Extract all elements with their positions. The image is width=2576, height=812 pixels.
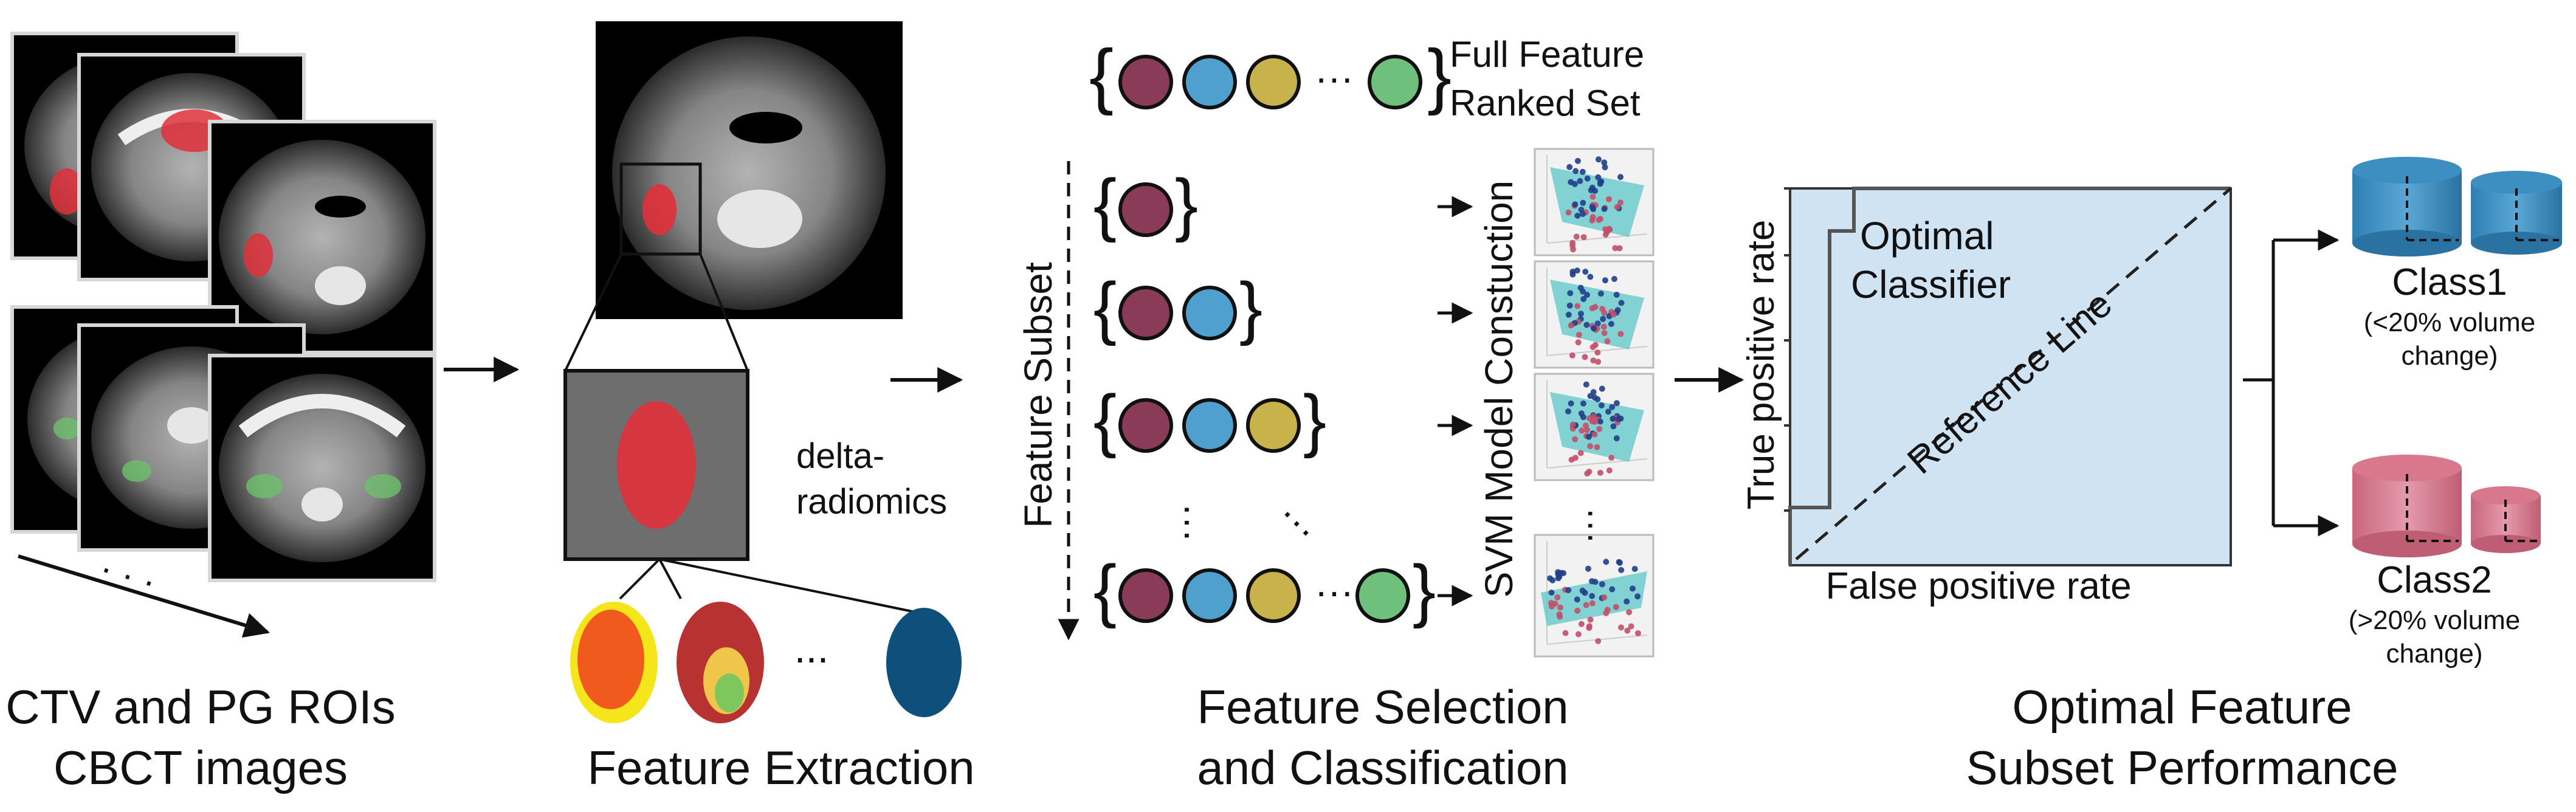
feature-circle (1118, 55, 1173, 109)
class2-cylinders (2352, 455, 2541, 557)
zoomed-roi-image (563, 369, 749, 561)
svg-text:}: } (1413, 551, 1436, 629)
svm-axis-label: SVM Model Constuction (1477, 181, 1521, 598)
svm-model-panels (1534, 148, 1655, 658)
class1-name: Class1 (2392, 261, 2507, 303)
class2-desc-line1: (>20% volume (2349, 605, 2520, 635)
reference-line (1795, 187, 2232, 560)
feature-circle (1182, 568, 1237, 623)
feature-circle (1182, 286, 1237, 340)
performance-title-line1: Optimal Feature (2012, 680, 2352, 734)
svg-text:···: ··· (1572, 507, 1613, 544)
ct-slice (208, 354, 436, 582)
stack-ellipsis: · · · (95, 547, 162, 602)
class2-name: Class2 (2377, 559, 2492, 601)
optimal-classifier-line2: Classifier (1851, 263, 2011, 306)
svg-text:}: } (1303, 381, 1326, 459)
svg-text:}: } (1175, 165, 1198, 243)
feature-circle (1246, 55, 1301, 109)
feature-map-ellipsis: ... (794, 625, 829, 672)
subset-row-n: { ··· } (1093, 551, 1436, 629)
roc-ylabel: True positive rate (1740, 220, 1782, 510)
feature-circle (1118, 398, 1173, 453)
feature-circle (1368, 55, 1422, 109)
subset-axis-label: Feature Subset (1016, 262, 1060, 528)
svg-text:{: { (1093, 551, 1117, 629)
ct-image-stack: · · · (10, 32, 436, 638)
feature-map-1 (570, 602, 658, 723)
feature-circle (1182, 55, 1237, 109)
svg-text:{: { (1093, 165, 1117, 243)
extraction-ct-image (596, 21, 903, 319)
subset-row-2: { } (1093, 269, 1262, 346)
svg-text:···: ··· (1315, 56, 1354, 100)
svg-text:}: } (1427, 35, 1452, 116)
svg-text:{: { (1093, 381, 1117, 459)
delta-radiomics-line1: delta- (796, 436, 884, 476)
class1-cylinders (2352, 157, 2562, 256)
feature-circle (1355, 568, 1410, 623)
class1-desc-line1: (<20% volume (2364, 308, 2535, 337)
feature-map-2 (677, 602, 764, 723)
svg-text:{: { (1089, 35, 1114, 116)
roc-plot (1784, 187, 2232, 566)
full-set-label-line2: Ranked Set (1450, 83, 1641, 123)
ct-title-line2: CBCT images (53, 741, 348, 794)
delta-radiomics-line2: radiomics (796, 482, 947, 521)
selection-title-line2: and Classification (1197, 741, 1568, 794)
svm-panel (1534, 148, 1655, 256)
split-arrows (2243, 229, 2340, 537)
optimal-classifier-line1: Optimal (1860, 214, 1994, 258)
extraction-title: Feature Extraction (587, 741, 974, 794)
zoom-box (619, 162, 702, 256)
subset-row-3: { } (1093, 381, 1326, 459)
full-set-label-line1: Full Feature (1450, 34, 1644, 75)
class2-desc-line2: change) (2386, 639, 2482, 669)
feature-map-3 (886, 608, 962, 717)
svm-panel (1534, 260, 1655, 369)
roc-xlabel: False positive rate (1825, 565, 2131, 607)
svg-text:···: ··· (1269, 493, 1328, 551)
performance-title-line2: Subset Performance (1966, 741, 2398, 794)
svg-text:}: } (1239, 269, 1262, 346)
feature-circle (1118, 568, 1173, 623)
subset-row-1: { } (1093, 165, 1198, 243)
svm-panel (1534, 373, 1655, 481)
class1-desc-line2: change) (2401, 341, 2498, 371)
svg-text:···: ··· (1315, 569, 1354, 613)
feature-circle (1246, 398, 1301, 453)
ct-title-line1: CTV and PG ROIs (5, 680, 396, 734)
feature-circle (1246, 568, 1301, 623)
full-feature-set: { ··· } (1089, 35, 1452, 116)
feature-circle (1118, 182, 1173, 237)
feature-circle (1182, 398, 1237, 453)
svm-panel (1534, 534, 1655, 658)
feature-circle (1118, 286, 1173, 340)
selection-title-line1: Feature Selection (1197, 680, 1568, 734)
svg-text:···: ··· (1168, 503, 1211, 542)
ct-slice (208, 120, 436, 354)
svg-text:{: { (1093, 269, 1117, 346)
